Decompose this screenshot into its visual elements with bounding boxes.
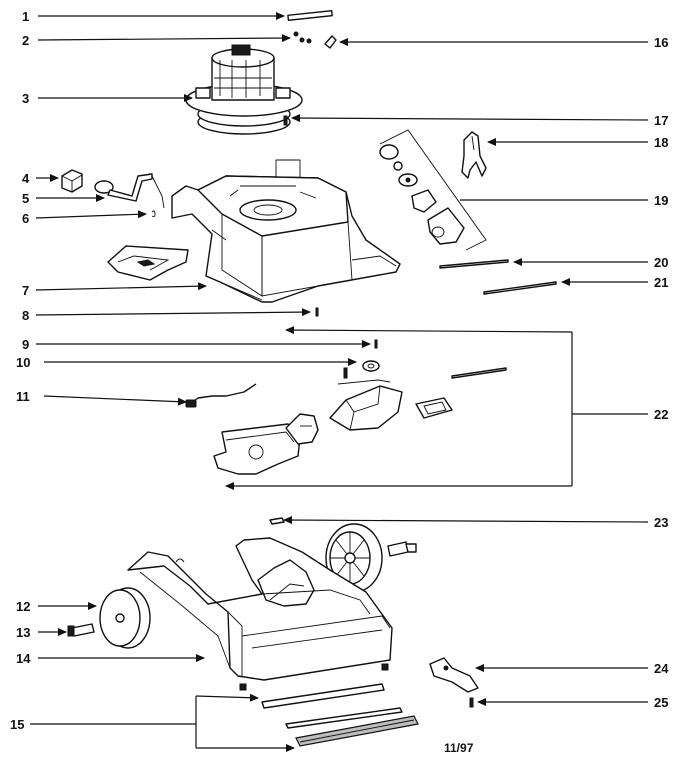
callout-22: 22 [654, 407, 668, 422]
part-wheel-right [325, 523, 417, 593]
callout-6: 6 [22, 211, 29, 226]
part-7-housing [171, 159, 401, 303]
part-14-base [127, 537, 393, 691]
callout-7: 7 [22, 283, 29, 298]
part-small-clip [175, 558, 185, 563]
part-pedal [107, 245, 189, 281]
part-4-block [61, 169, 83, 193]
leader-lines [30, 12, 649, 752]
part-21-rod [483, 281, 557, 295]
callout-11: 11 [16, 389, 30, 404]
part-22-assembly [213, 367, 507, 475]
callout-13: 13 [16, 625, 30, 640]
part-16-clip [324, 35, 337, 49]
part-1-rod [287, 10, 333, 21]
callout-14: 14 [16, 651, 31, 666]
part-12-wheel [99, 587, 151, 649]
callout-2: 2 [22, 33, 29, 48]
part-2-fasteners [293, 31, 312, 44]
callout-9: 9 [22, 337, 29, 352]
callout-12: 12 [16, 599, 30, 614]
part-6-spring [151, 210, 156, 218]
callout-15: 15 [10, 717, 24, 732]
part-10-ring [362, 360, 380, 372]
callout-4: 4 [22, 171, 30, 186]
callout-19: 19 [654, 193, 668, 208]
part-24-bracket [429, 657, 479, 693]
part-9-pin [374, 339, 378, 349]
part-13-axle [67, 623, 95, 637]
callout-23: 23 [654, 515, 668, 530]
part-15-strips [261, 683, 419, 747]
part-23-screw [269, 517, 285, 525]
callout-1: 1 [22, 9, 29, 24]
callout-17: 17 [654, 113, 668, 128]
callout-10: 10 [16, 355, 30, 370]
part-18-clip [461, 131, 487, 179]
part-11-cable [185, 383, 257, 408]
callout-labels: 1 2 3 4 5 6 7 8 9 10 11 12 13 14 15 16 1… [10, 9, 669, 732]
date-code: 11/97 [444, 741, 474, 755]
callout-18: 18 [654, 135, 668, 150]
callout-5: 5 [22, 191, 29, 206]
callout-24: 24 [654, 661, 669, 676]
part-17-pin [283, 115, 288, 126]
callout-25: 25 [654, 695, 668, 710]
part-8-pin [315, 307, 319, 317]
callout-21: 21 [654, 275, 668, 290]
callout-20: 20 [654, 255, 668, 270]
part-25-pin [469, 697, 474, 708]
part-5-lever [94, 173, 165, 209]
callout-3: 3 [22, 91, 29, 106]
callout-8: 8 [22, 308, 29, 323]
part-3-motor [185, 44, 303, 135]
part-20-rod [439, 259, 509, 269]
callout-16: 16 [654, 35, 668, 50]
part-19-brush-parts [379, 129, 487, 251]
